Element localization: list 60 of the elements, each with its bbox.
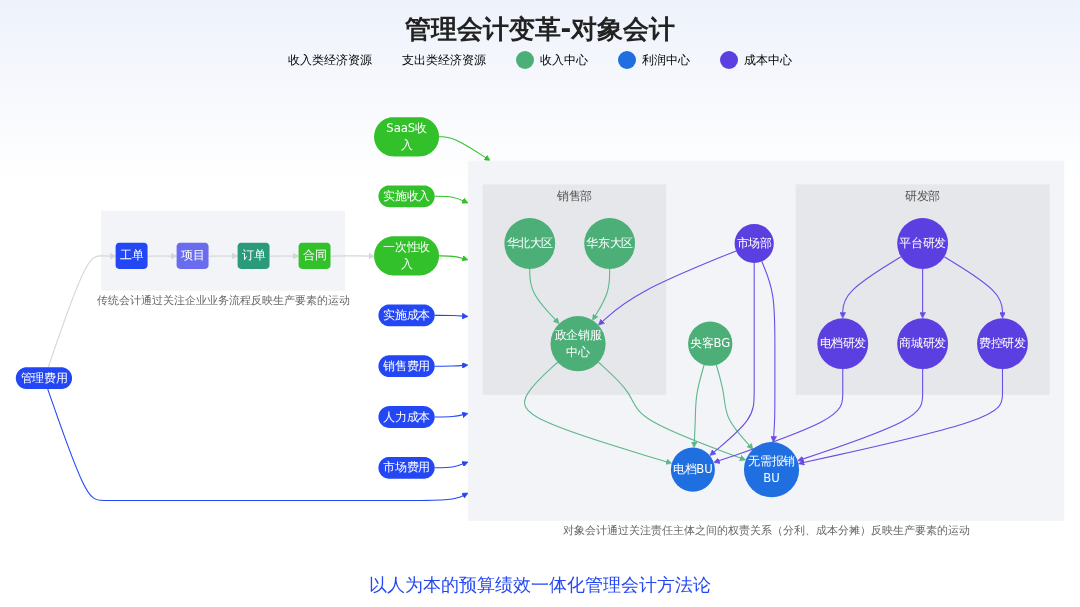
node-box: 人力成本 [378,406,435,428]
title: 管理会计变革-对象会计 [404,13,676,46]
node-circle: 市场部 [734,223,774,264]
legend-label: 成本中心 [744,51,792,69]
arrow [434,411,469,418]
node-circle: 华东大区 [584,218,636,269]
legend-label: 收入中心 [540,51,588,69]
arrow [330,252,375,260]
arrow [269,252,300,260]
legend-label: 利润中心 [642,51,690,69]
arrow [592,268,611,321]
arrow [709,262,755,456]
node-circle: 费控研发 [977,318,1028,370]
arrow [761,261,777,443]
node-circle: 政企销服中心 [550,316,606,372]
panel-caption: 对象会计通过关注责任主体之间的权责关系（分利、成本分摊）反映生产要素的运动 [562,522,970,538]
arrow [438,136,491,161]
arrow [523,361,673,465]
arrow [434,362,469,369]
arrow [434,312,469,320]
cluster [101,210,346,291]
arrow [715,364,754,450]
node-box: 合同 [298,242,331,269]
node-circle: 电档BU [670,447,715,492]
node-box: 订单 [237,242,270,269]
arrow [598,250,737,326]
node-box: 销售费用 [378,355,435,378]
arrow [47,252,117,369]
arrow [839,256,902,319]
node-circle: 无需报销BU [743,442,800,498]
arrow [713,368,844,464]
node-circle: 商城研发 [897,318,949,370]
arrow [797,368,924,462]
node-circle: 电档研发 [817,318,869,370]
arrow [691,364,705,448]
arrow [943,256,1006,319]
caption: 以人为本的预算绩效一体化管理会计方法论 [369,573,711,597]
arrow [597,361,746,461]
arrow [529,268,560,324]
cluster [468,160,1065,521]
node-box: 实施收入 [378,185,435,208]
panel-caption: 传统会计通过关注企业业务流程反映生产要素的运动 [96,292,350,308]
arrow [434,195,469,204]
node-circle: 央客BG [688,321,733,366]
arrow [438,255,469,262]
node-box: 市场费用 [378,456,435,479]
node-box: 管理费用 [15,367,73,390]
arrow [798,368,1004,466]
node-circle: 平台研发 [897,218,949,269]
arrow [208,252,239,260]
node-circle: 华北大区 [504,218,556,269]
node-box: 工单 [115,242,148,269]
section-label: 支出类经济资源 [402,51,486,69]
arrow [47,388,469,502]
section-label: 收入类经济资源 [288,51,372,69]
node-box: 项目 [176,242,209,269]
arrow [919,268,926,319]
arrow [434,461,469,469]
node-box: 实施成本 [378,304,435,327]
arrow [147,252,178,260]
